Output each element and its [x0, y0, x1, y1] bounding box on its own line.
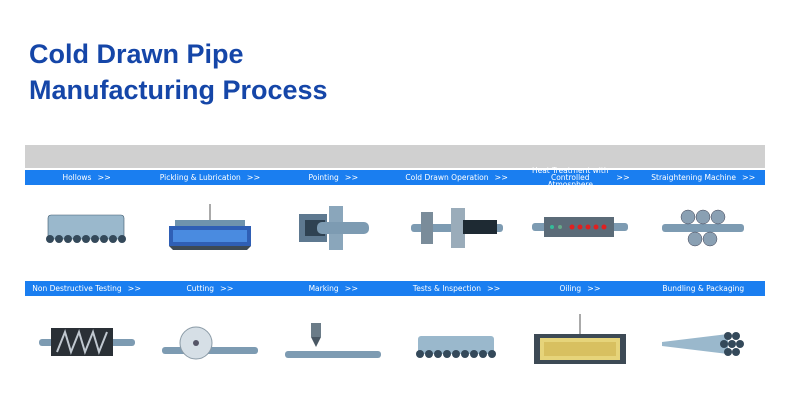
- step-label: Non Destructive Testing: [32, 284, 122, 293]
- arrow-label: >>: [587, 284, 601, 293]
- arrow-label: >>: [344, 173, 359, 182]
- page-title: Cold Drawn Pipe Manufacturing Process: [29, 36, 328, 108]
- straightener-icon: [662, 209, 745, 247]
- arrow-label: >>: [127, 284, 142, 293]
- saw-icon: [161, 326, 258, 360]
- step-pickling: Pickling & Lubrication >>: [148, 170, 271, 185]
- pickling-tank-icon: [168, 204, 251, 250]
- step-label: Hollows: [62, 173, 92, 182]
- title-line-2: Manufacturing Process: [29, 75, 328, 105]
- arrow-label: >>: [494, 173, 508, 182]
- step-label: Bundling & Packaging: [662, 284, 745, 293]
- step-heat-treatment: Heat Treatment with Controlled Atmospher…: [518, 166, 641, 189]
- image-row-2: [25, 307, 765, 377]
- arrow-label: >>: [97, 173, 111, 182]
- step-label: Cutting: [186, 284, 215, 293]
- step-band-1: Hollows >> Pickling & Lubrication >> Point…: [25, 166, 765, 189]
- step-hollows: Hollows >>: [25, 170, 148, 185]
- oil-tank-icon: [533, 314, 626, 364]
- step-band-2: Non Destructive Testing >> Cutting >> Mark…: [25, 281, 765, 296]
- step-bundling: Bundling & Packaging: [642, 281, 765, 296]
- step-cutting: Cutting >>: [148, 281, 271, 296]
- pipe-bundle-icon: [415, 336, 496, 358]
- pipe-bundle-icon: [45, 214, 126, 243]
- ndt-coil-icon: [38, 328, 135, 356]
- drawing-die-icon: [410, 208, 503, 248]
- arrow-label: >>: [246, 173, 261, 182]
- arrow-label: >>: [220, 284, 234, 293]
- step-label: Marking: [308, 284, 339, 293]
- step-ndt: Non Destructive Testing >>: [25, 281, 148, 296]
- step-label: Tests & Inspection: [412, 284, 481, 293]
- step-label: Straightening Machine: [651, 173, 736, 182]
- pointing-machine-icon: [299, 206, 370, 250]
- step-label: Cold Drawn Operation: [405, 173, 489, 182]
- arrow-label: >>: [741, 173, 756, 182]
- title-line-1: Cold Drawn Pipe: [29, 39, 244, 69]
- step-cold-drawn: Cold Drawn Operation >>: [395, 170, 518, 185]
- image-row-1: [25, 192, 765, 262]
- arrow-label: >>: [486, 284, 501, 293]
- step-pointing: Pointing >>: [272, 170, 395, 185]
- step-label: Pointing: [308, 173, 339, 182]
- arrow-label: >>: [344, 284, 359, 293]
- marker-icon: [285, 323, 382, 358]
- step-marking: Marking >>: [272, 281, 395, 296]
- step-straightening: Straightening Machine >>: [642, 170, 765, 185]
- pipe-bundle-packed-icon: [662, 332, 745, 356]
- step-label: Oiling: [559, 284, 582, 293]
- header-bar: [25, 145, 765, 168]
- step-label: Pickling & Lubrication: [159, 173, 241, 182]
- step-oiling: Oiling >>: [518, 281, 641, 296]
- furnace-icon: [531, 217, 628, 237]
- arrow-label: >>: [616, 173, 630, 182]
- step-tests: Tests & Inspection >>: [395, 281, 518, 296]
- step-label: Heat Treatment with Controlled Atmospher…: [531, 166, 609, 189]
